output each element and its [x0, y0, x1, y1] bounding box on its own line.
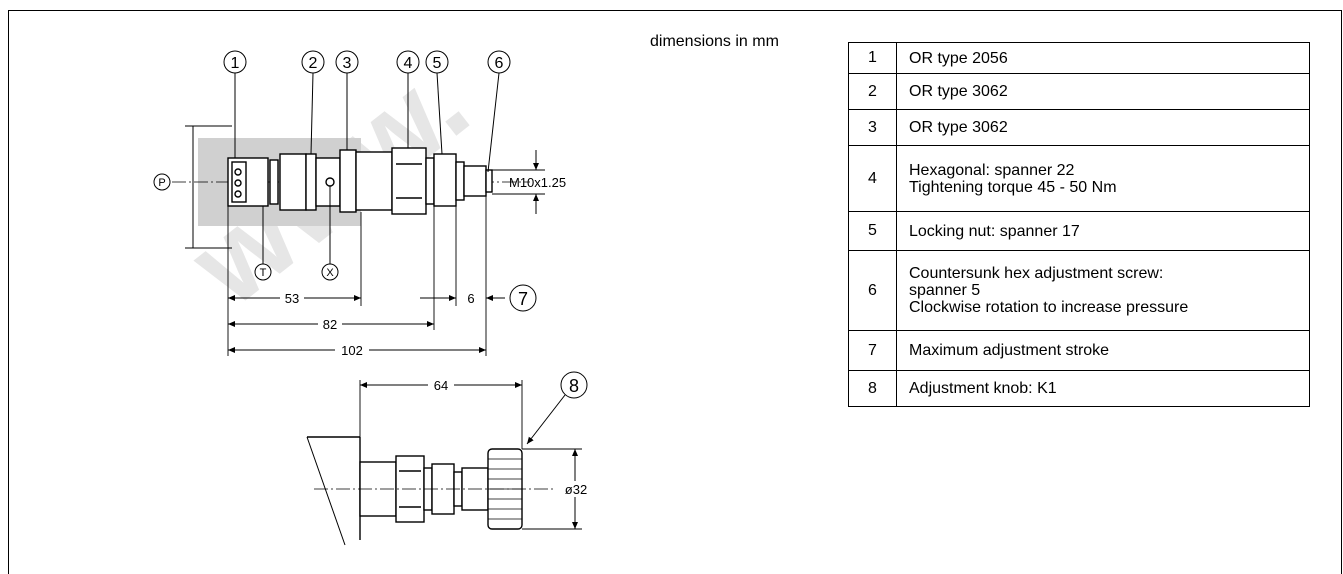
balloon-1: 1 — [223, 50, 247, 158]
parts-table: 1 OR type 2056 2 OR type 3062 3 OR type … — [848, 42, 1310, 407]
balloon-5: 5 — [425, 50, 449, 155]
item-number: 7 — [848, 330, 897, 371]
svg-text:X: X — [326, 267, 334, 279]
table-row: 3 OR type 3062 — [848, 109, 1310, 146]
item-description: Adjustment knob: K1 — [896, 370, 1310, 407]
svg-text:4: 4 — [404, 55, 413, 72]
item-number: 6 — [848, 250, 897, 331]
extension-lines — [227, 196, 487, 356]
balloon-7: 7 — [509, 284, 537, 312]
svg-text:64: 64 — [434, 378, 448, 393]
table-row: 2 OR type 3062 — [848, 73, 1310, 110]
svg-text:3: 3 — [343, 55, 352, 72]
dim-53: 53 — [228, 290, 361, 306]
item-description: Locking nut: spanner 17 — [896, 211, 1310, 251]
item-description: OR type 3062 — [896, 73, 1310, 110]
svg-text:8: 8 — [569, 376, 579, 396]
thread-dimension — [492, 150, 545, 214]
dim-6: 6 — [420, 291, 505, 306]
valve-body — [227, 147, 493, 215]
item-number: 1 — [848, 42, 897, 74]
balloon-2: 2 — [301, 50, 325, 155]
table-row: 6 Countersunk hex adjustment screw: span… — [848, 250, 1310, 331]
item-description: Countersunk hex adjustment screw: spanne… — [896, 250, 1310, 331]
svg-text:2: 2 — [309, 55, 318, 72]
dim-82: 82 — [228, 316, 434, 332]
item-number: 8 — [848, 370, 897, 407]
balloon-3: 3 — [335, 50, 359, 150]
item-description: OR type 3062 — [896, 109, 1310, 146]
table-row: 4 Hexagonal: spanner 22 Tightening torqu… — [848, 145, 1310, 212]
svg-text:102: 102 — [341, 343, 363, 358]
dim-64: 64 — [360, 377, 522, 393]
port-x: X — [321, 186, 339, 281]
item-number: 3 — [848, 109, 897, 146]
balloon-6: 6 — [487, 50, 511, 173]
table-row: 8 Adjustment knob: K1 — [848, 370, 1310, 407]
table-row: 1 OR type 2056 — [848, 42, 1310, 74]
item-description: Maximum adjustment stroke — [896, 330, 1310, 371]
table-row: 5 Locking nut: spanner 17 — [848, 211, 1310, 251]
port-t: T — [254, 206, 272, 281]
drawing-frame — [8, 10, 1342, 574]
svg-text:53: 53 — [285, 291, 299, 306]
table-row: 7 Maximum adjustment stroke — [848, 330, 1310, 371]
port-p: P — [153, 173, 171, 191]
dim-d32: ø32 — [558, 449, 587, 529]
svg-text:82: 82 — [323, 317, 337, 332]
item-number: 5 — [848, 211, 897, 251]
svg-text:1: 1 — [231, 55, 240, 72]
svg-text:7: 7 — [518, 289, 528, 309]
item-description: Hexagonal: spanner 22 Tightening torque … — [896, 145, 1310, 212]
dimensions-caption: dimensions in mm — [650, 33, 779, 50]
svg-text:6: 6 — [467, 291, 474, 306]
balloon-4: 4 — [396, 50, 420, 148]
thread-label: M10x1.25 — [509, 175, 566, 190]
balloon-8: 8 — [526, 371, 588, 445]
item-description: OR type 2056 — [896, 42, 1310, 74]
item-number: 4 — [848, 145, 897, 212]
svg-text:5: 5 — [433, 55, 442, 72]
svg-text:ø32: ø32 — [565, 482, 587, 497]
svg-text:P: P — [158, 177, 165, 189]
knob-view — [306, 436, 523, 546]
dim-102: 102 — [228, 342, 486, 358]
svg-text:T: T — [260, 267, 267, 279]
item-number: 2 — [848, 73, 897, 110]
technical-drawing: www. M10x1.25 — [153, 35, 588, 546]
svg-text:6: 6 — [495, 55, 504, 72]
